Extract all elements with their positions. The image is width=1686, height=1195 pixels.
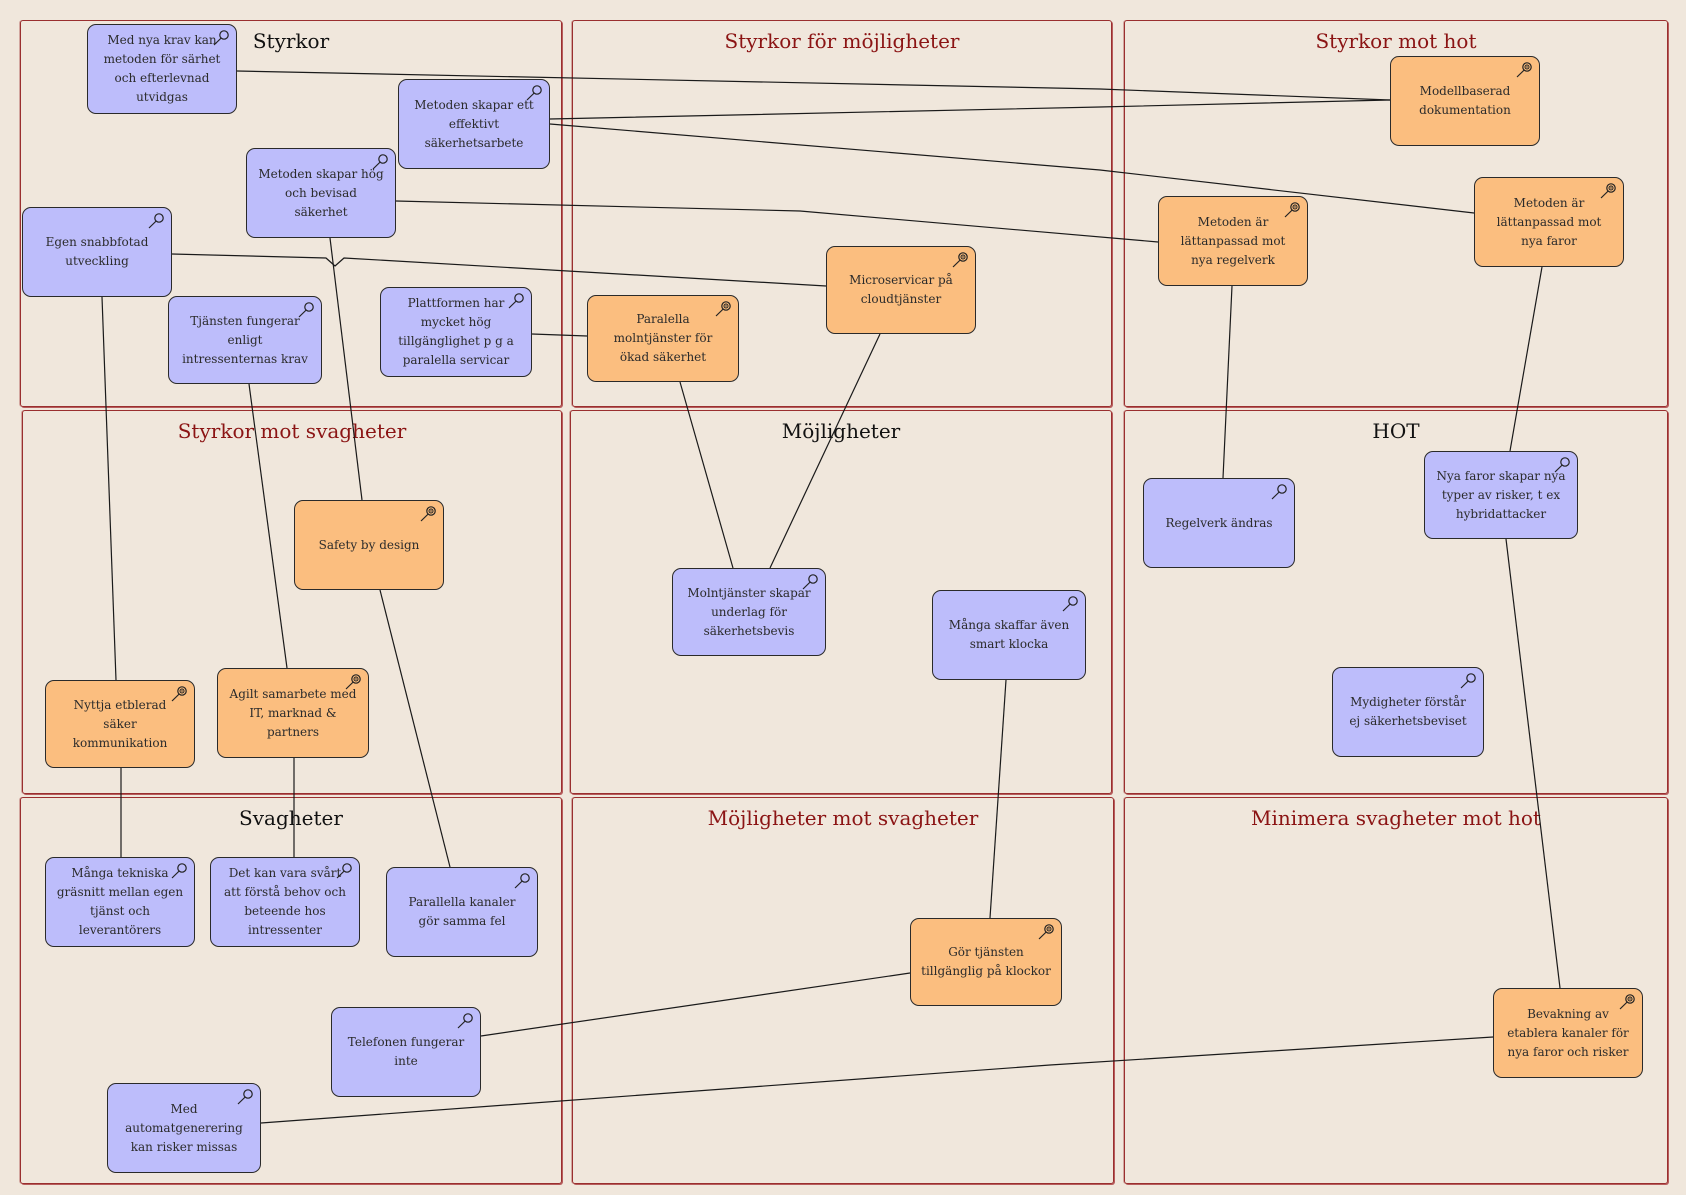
node-label: Modellbaserad dokumentation: [1419, 84, 1511, 117]
goal-icon: [1515, 61, 1533, 79]
goal-node[interactable]: Safety by design: [294, 500, 444, 590]
pin-icon: [1459, 672, 1477, 690]
goal-node[interactable]: Agilt samarbete med IT, marknad & partne…: [217, 668, 369, 758]
factor-node[interactable]: Mydigheter förstår ej säkerhetsbeviset: [1332, 667, 1484, 757]
quadrant-title: Styrkor mot hot: [1315, 29, 1477, 53]
node-label: Metoden är lättanpassad mot nya regelver…: [1180, 214, 1286, 267]
node-label: Nyttja etblerad säker kommunikation: [72, 697, 168, 750]
node-label: Paralella molntjänster för ökad säkerhet: [613, 312, 713, 364]
quadrant-title: Svagheter: [239, 806, 343, 830]
node-label: Telefonen fungerar inte: [347, 1035, 465, 1068]
factor-node[interactable]: Nya faror skapar nya typer av risker, t …: [1424, 451, 1578, 539]
pin-icon: [507, 292, 525, 310]
quadrant-svagheter: Svagheter: [20, 797, 562, 1184]
factor-node[interactable]: Plattformen har mycket hög tillgänglighe…: [380, 287, 532, 377]
node-label: Många skaffar även smart klocka: [948, 618, 1070, 651]
node-label: Tjänsten fungerar enligt intressenternas…: [182, 313, 308, 366]
goal-node[interactable]: Modellbaserad dokumentation: [1390, 56, 1540, 146]
node-label: Metoden skapar ett effektivt säkerhetsar…: [414, 97, 534, 150]
node-label: Egen snabbfotad utveckling: [45, 235, 149, 268]
node-label: Mydigheter förstår ej säkerhetsbeviset: [1349, 695, 1467, 728]
quadrant-title: Minimera svagheter mot hot: [1251, 806, 1541, 830]
pin-icon: [147, 212, 165, 230]
goal-icon: [1037, 923, 1055, 941]
goal-icon: [344, 673, 362, 691]
node-label: Gör tjänsten tillgänglig på klockor: [921, 945, 1051, 978]
quadrant-title: Styrkor för möjligheter: [724, 29, 960, 53]
quadrant-styrkor-hot: Styrkor mot hot: [1124, 20, 1668, 407]
pin-icon: [335, 862, 353, 880]
pin-icon: [456, 1012, 474, 1030]
factor-node[interactable]: Det kan vara svårt att förstå behov och …: [210, 857, 360, 947]
factor-node[interactable]: Metoden skapar hög och bevisad säkerhet: [246, 148, 396, 238]
factor-node[interactable]: Metoden skapar ett effektivt säkerhetsar…: [398, 79, 550, 169]
goal-node[interactable]: Bevakning av etablera kanaler för nya fa…: [1493, 988, 1643, 1078]
node-label: Metoden är lättanpassad mot nya faror: [1496, 195, 1602, 248]
node-label: Det kan vara svårt att förstå behov och …: [224, 866, 346, 937]
quadrant-title: Möjligheter mot svagheter: [707, 806, 979, 830]
node-label: Bevakning av etablera kanaler för nya fa…: [1507, 1006, 1629, 1059]
pin-icon: [371, 153, 389, 171]
quadrant-styrkor-svagheter: Styrkor mot svagheter: [22, 410, 562, 794]
quadrant-mojligheter-svagheter: Möjligheter mot svagheter: [572, 797, 1114, 1184]
factor-node[interactable]: Tjänsten fungerar enligt intressenternas…: [168, 296, 322, 384]
node-label: Med automatgenerering kan risker missas: [125, 1101, 243, 1154]
pin-icon: [212, 29, 230, 47]
node-label: Microservicar på cloudtjänster: [849, 273, 953, 306]
pin-icon: [1553, 456, 1571, 474]
node-label: Molntjänster skapar underlag för säkerhe…: [687, 585, 811, 638]
node-label: Metoden skapar hög och bevisad säkerhet: [258, 166, 384, 219]
node-label: Parallella kanaler gör samma fel: [408, 895, 516, 928]
goal-icon: [951, 251, 969, 269]
node-label: Med nya krav kan metoden för särhet och …: [103, 33, 221, 104]
pin-icon: [801, 573, 819, 591]
pin-icon: [236, 1088, 254, 1106]
goal-node[interactable]: Metoden är lättanpassad mot nya regelver…: [1158, 196, 1308, 286]
pin-icon: [170, 862, 188, 880]
factor-node[interactable]: Med nya krav kan metoden för särhet och …: [87, 24, 237, 114]
node-label: Safety by design: [318, 537, 420, 552]
factor-node[interactable]: Molntjänster skapar underlag för säkerhe…: [672, 568, 826, 656]
goal-icon: [419, 505, 437, 523]
quadrant-title: Styrkor mot svagheter: [177, 419, 407, 443]
goal-icon: [1599, 182, 1617, 200]
goal-node[interactable]: Gör tjänsten tillgänglig på klockor: [910, 918, 1062, 1006]
goal-node[interactable]: Nyttja etblerad säker kommunikation: [45, 680, 195, 768]
factor-node[interactable]: Egen snabbfotad utveckling: [22, 207, 172, 297]
goal-node[interactable]: Metoden är lättanpassad mot nya faror: [1474, 177, 1624, 267]
goal-node[interactable]: Paralella molntjänster för ökad säkerhet: [587, 295, 739, 382]
goal-icon: [714, 300, 732, 318]
goal-node[interactable]: Microservicar på cloudtjänster: [826, 246, 976, 334]
factor-node[interactable]: Regelverk ändras: [1143, 478, 1295, 568]
quadrant-minimera: Minimera svagheter mot hot: [1124, 797, 1668, 1184]
pin-icon: [1270, 483, 1288, 501]
node-label: Regelverk ändras: [1165, 515, 1273, 530]
pin-icon: [1061, 595, 1079, 613]
quadrant-title: Möjligheter: [781, 419, 901, 443]
goal-icon: [1283, 201, 1301, 219]
pin-icon: [297, 301, 315, 319]
factor-node[interactable]: Många tekniska gräsnitt mellan egen tjän…: [45, 857, 195, 947]
pin-icon: [513, 872, 531, 890]
goal-icon: [170, 685, 188, 703]
factor-node[interactable]: Telefonen fungerar inte: [331, 1007, 481, 1097]
goal-icon: [1618, 993, 1636, 1011]
node-label: Nya faror skapar nya typer av risker, t …: [1436, 468, 1566, 521]
factor-node[interactable]: Många skaffar även smart klocka: [932, 590, 1086, 680]
factor-node[interactable]: Med automatgenerering kan risker missas: [107, 1083, 261, 1173]
quadrant-hot: HOT: [1124, 410, 1668, 794]
pin-icon: [525, 84, 543, 102]
node-label: Många tekniska gräsnitt mellan egen tjän…: [56, 866, 184, 937]
quadrant-title: Styrkor: [252, 29, 330, 53]
node-label: Agilt samarbete med IT, marknad & partne…: [229, 686, 357, 739]
quadrant-title: HOT: [1372, 419, 1420, 443]
factor-node[interactable]: Parallella kanaler gör samma fel: [386, 867, 538, 957]
node-label: Plattformen har mycket hög tillgänglighe…: [398, 296, 514, 367]
